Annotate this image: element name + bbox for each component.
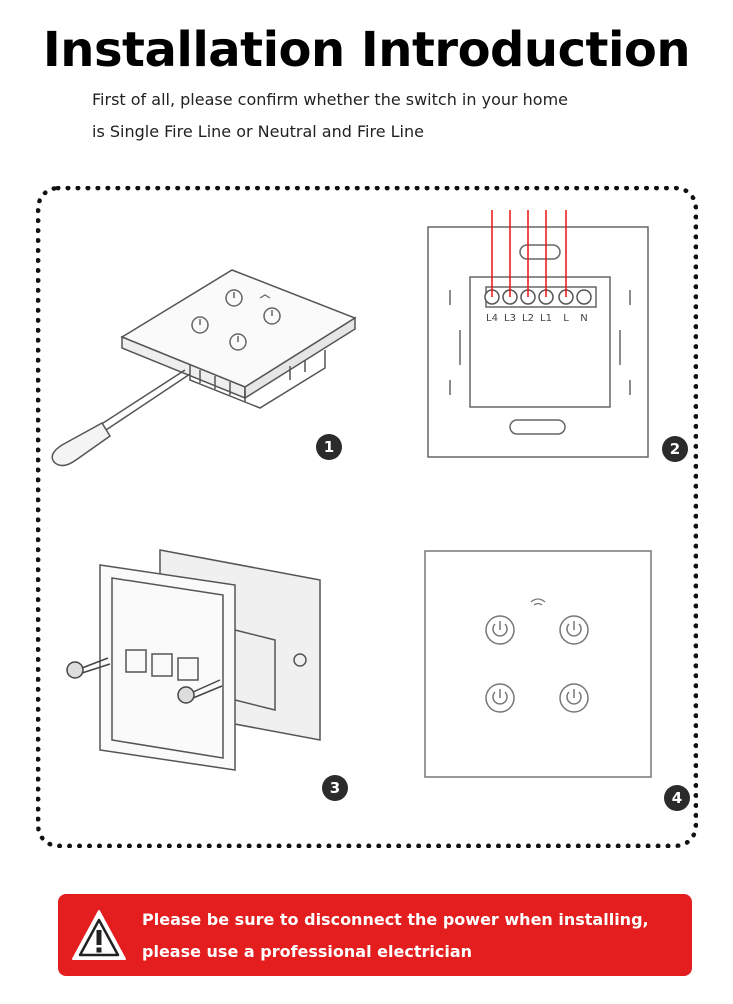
wifi-icon xyxy=(530,598,546,606)
red-wires xyxy=(491,210,567,297)
power-button-icon xyxy=(485,683,515,713)
step-2-illustration: L4 L3 L2 L1 L N xyxy=(427,210,649,458)
power-button-icon xyxy=(559,683,589,713)
terminal-label-l: L xyxy=(563,313,569,324)
step-3-badge: 3 xyxy=(322,775,348,801)
steps-frame xyxy=(36,186,698,848)
power-button-icon xyxy=(191,289,281,351)
step-2-badge: 2 xyxy=(662,436,688,462)
terminal-label-n: N xyxy=(580,313,587,324)
warning-banner: Please be sure to disconnect the power w… xyxy=(58,894,692,976)
step-4-illustration xyxy=(424,550,652,778)
warning-text-line-1: Please be sure to disconnect the power w… xyxy=(142,910,649,929)
power-button-icon xyxy=(485,615,515,645)
page-title: Installation Introduction xyxy=(42,22,691,78)
warning-text-line-2: please use a professional electrician xyxy=(142,942,472,961)
screw-icon xyxy=(66,657,223,704)
warning-triangle-icon xyxy=(72,910,126,960)
step-1-illustration xyxy=(51,269,357,467)
step-4-badge: 4 xyxy=(664,785,690,811)
terminal-label-l3: L3 xyxy=(504,313,516,324)
power-button-icon xyxy=(559,615,589,645)
screwdriver-icon xyxy=(51,369,191,467)
terminal-screws xyxy=(484,289,592,305)
intro-line-2: is Single Fire Line or Neutral and Fire … xyxy=(92,122,424,141)
step-3-illustration xyxy=(66,549,321,771)
terminal-label-l1: L1 xyxy=(540,313,552,324)
terminal-label-l4: L4 xyxy=(486,313,498,324)
terminal-label-l2: L2 xyxy=(522,313,534,324)
intro-line-1: First of all, please confirm whether the… xyxy=(92,90,569,109)
step-1-badge: 1 xyxy=(316,434,342,460)
